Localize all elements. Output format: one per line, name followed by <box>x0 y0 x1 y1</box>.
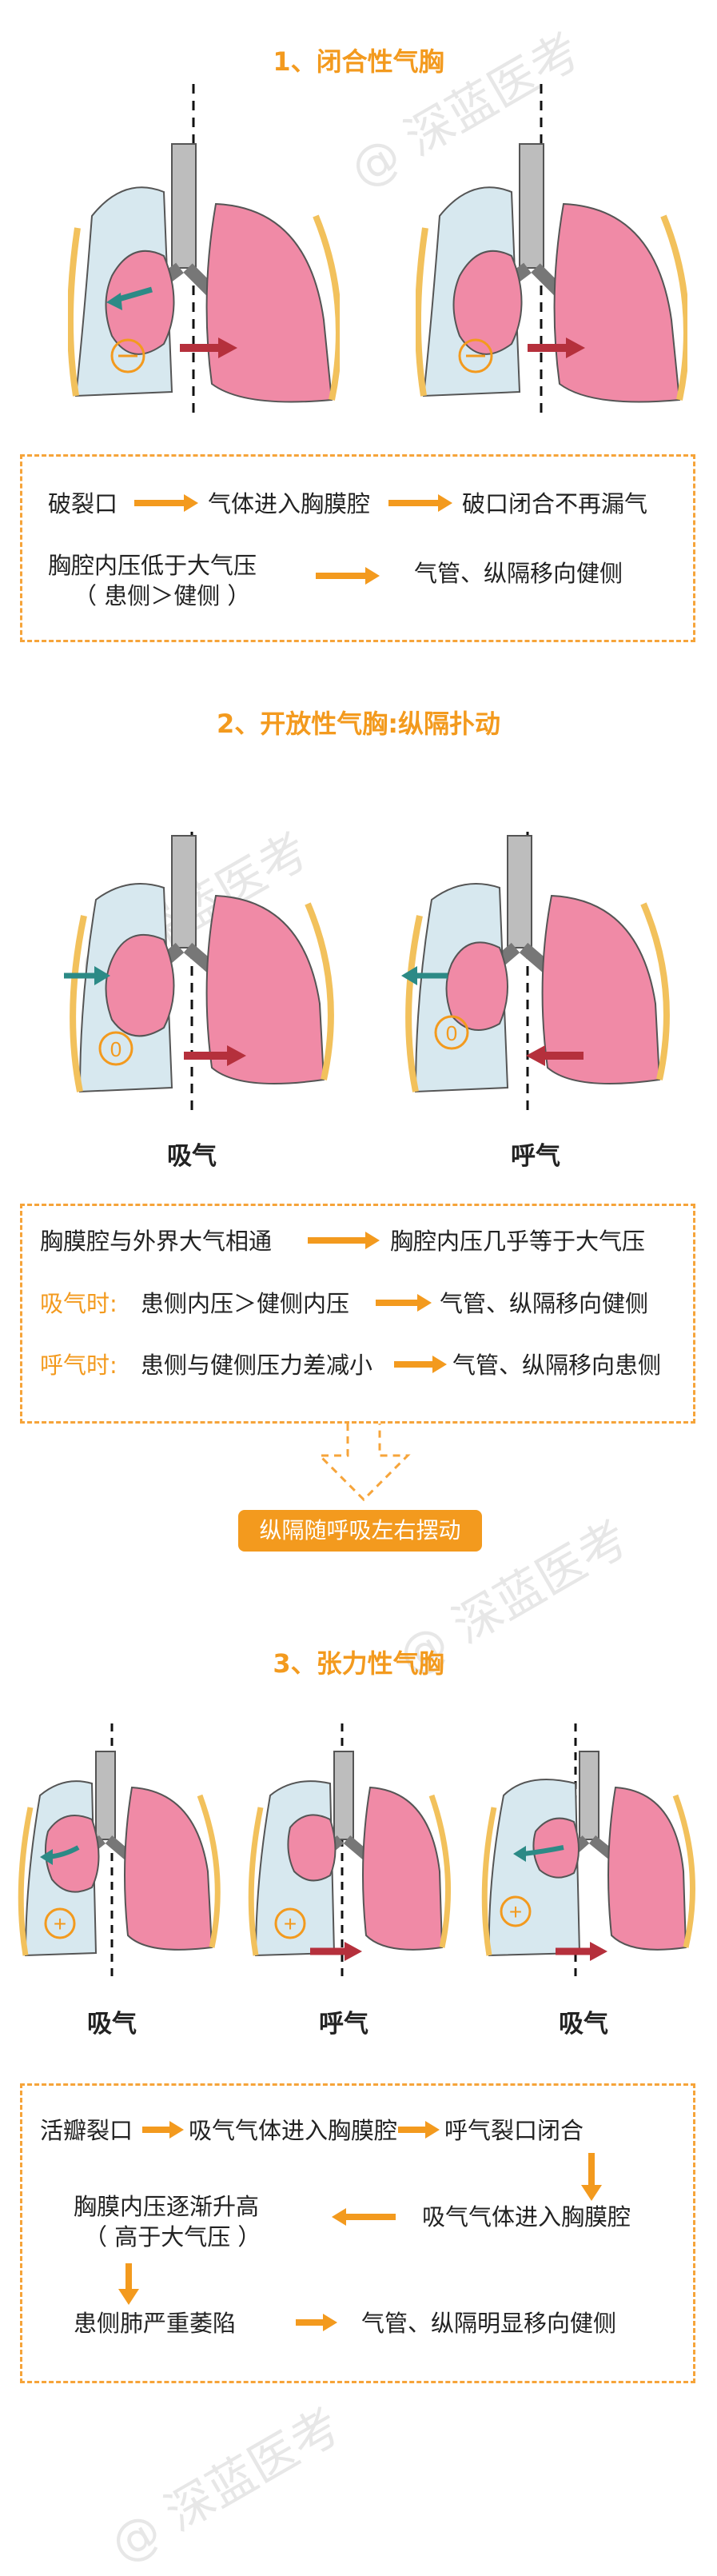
sign-plus: + <box>54 1911 66 1936</box>
arrow-right-icon <box>376 1294 432 1312</box>
s2-inspiration-label: 吸气时: <box>40 1290 118 1317</box>
caption-inspiration: 吸气 <box>167 1142 217 1171</box>
s2-communication: 胸膜腔与外界大气相通 <box>40 1228 273 1255</box>
down-arrow-icon <box>317 1424 411 1502</box>
s2-expiration-text: 患侧与健侧压力差减小 <box>141 1352 373 1379</box>
arrow-left-icon <box>332 2208 396 2226</box>
arrow-right-icon <box>308 1232 380 1249</box>
s3-pressure-rises-line2: （ 高于大气压 ） <box>84 2223 261 2251</box>
s1-pressure-line1: 胸腔内压低于大气压 <box>48 552 257 579</box>
arrow-right-icon <box>388 494 452 512</box>
arrow-down-icon <box>118 2263 139 2305</box>
caption-inspiration: 吸气 <box>87 2010 137 2039</box>
sign-plus: + <box>284 1911 297 1936</box>
s3-lung-collapse: 患侧肺严重萎陷 <box>74 2310 237 2337</box>
caption-inspiration: 吸气 <box>559 2010 608 2039</box>
section-3-title: 3、张力性气胸 <box>273 1648 444 1679</box>
arrow-right-icon <box>398 2121 440 2139</box>
s3-air-enters-2: 吸气气体进入胸膜腔 <box>422 2203 631 2231</box>
open-pneumothorax-expiration-figure: 0 <box>401 832 670 1112</box>
caption-expiration: 呼气 <box>511 1142 560 1171</box>
sign-zero: 0 <box>446 1021 457 1045</box>
s2-expiration-result: 气管、纵隔移向患侧 <box>452 1352 662 1379</box>
open-pneumothorax-inspiration-figure: 0 <box>64 832 334 1112</box>
closed-pneumothorax-figure-1 <box>68 84 340 420</box>
s3-pressure-rises-line1: 胸膜内压逐渐升高 <box>74 2193 260 2220</box>
arrow-down-icon <box>581 2153 602 2201</box>
s1-step-closes: 破口闭合不再漏气 <box>462 490 648 517</box>
s3-result: 气管、纵隔明显移向健侧 <box>361 2310 617 2337</box>
tension-pneumothorax-figure-2: + <box>248 1723 452 1979</box>
sign-zero: 0 <box>110 1037 121 1061</box>
s1-step-rupture: 破裂口 <box>48 490 118 517</box>
s3-expiration-closes: 呼气裂口闭合 <box>444 2117 584 2144</box>
tension-pneumothorax-figure-3: + <box>481 1723 695 1979</box>
arrow-right-icon <box>316 567 380 585</box>
s3-air-enters: 吸气气体进入胸膜腔 <box>189 2117 398 2144</box>
conclusion-mediastinal-flutter: 纵隔随呼吸左右摆动 <box>238 1510 482 1552</box>
section-1-title: 1、闭合性气胸 <box>273 46 444 77</box>
watermark: @ 深蓝医考 <box>101 2398 350 2574</box>
closed-pneumothorax-figure-2 <box>416 84 687 420</box>
tension-pneumothorax-figure-1: + <box>18 1723 221 1979</box>
s2-pressure-equal: 胸腔内压几乎等于大气压 <box>390 1228 646 1255</box>
s2-inspiration-text: 患侧内压＞健侧内压 <box>141 1290 350 1317</box>
caption-expiration: 呼气 <box>319 2010 368 2039</box>
section-2-title: 2、开放性气胸:纵隔扑动 <box>216 709 501 739</box>
sign-plus: + <box>509 1899 522 1924</box>
section-1-summary-box <box>20 454 695 642</box>
section-2-summary-box <box>20 1204 695 1424</box>
s1-result: 气管、纵隔移向健侧 <box>414 560 623 587</box>
arrow-right-icon <box>296 2314 337 2331</box>
s3-valve-rupture: 活瓣裂口 <box>40 2117 133 2144</box>
s2-inspiration-result: 气管、纵隔移向健侧 <box>440 1290 649 1317</box>
section-3-summary-box <box>20 2083 695 2383</box>
arrow-right-icon <box>394 1356 447 1373</box>
s2-expiration-label: 呼气时: <box>40 1352 118 1379</box>
arrow-right-icon <box>142 2121 184 2139</box>
s1-pressure-line2: （ 患侧＞健侧 ） <box>74 582 251 609</box>
s1-step-air-enters: 气体进入胸膜腔 <box>208 490 371 517</box>
arrow-right-icon <box>134 494 198 512</box>
